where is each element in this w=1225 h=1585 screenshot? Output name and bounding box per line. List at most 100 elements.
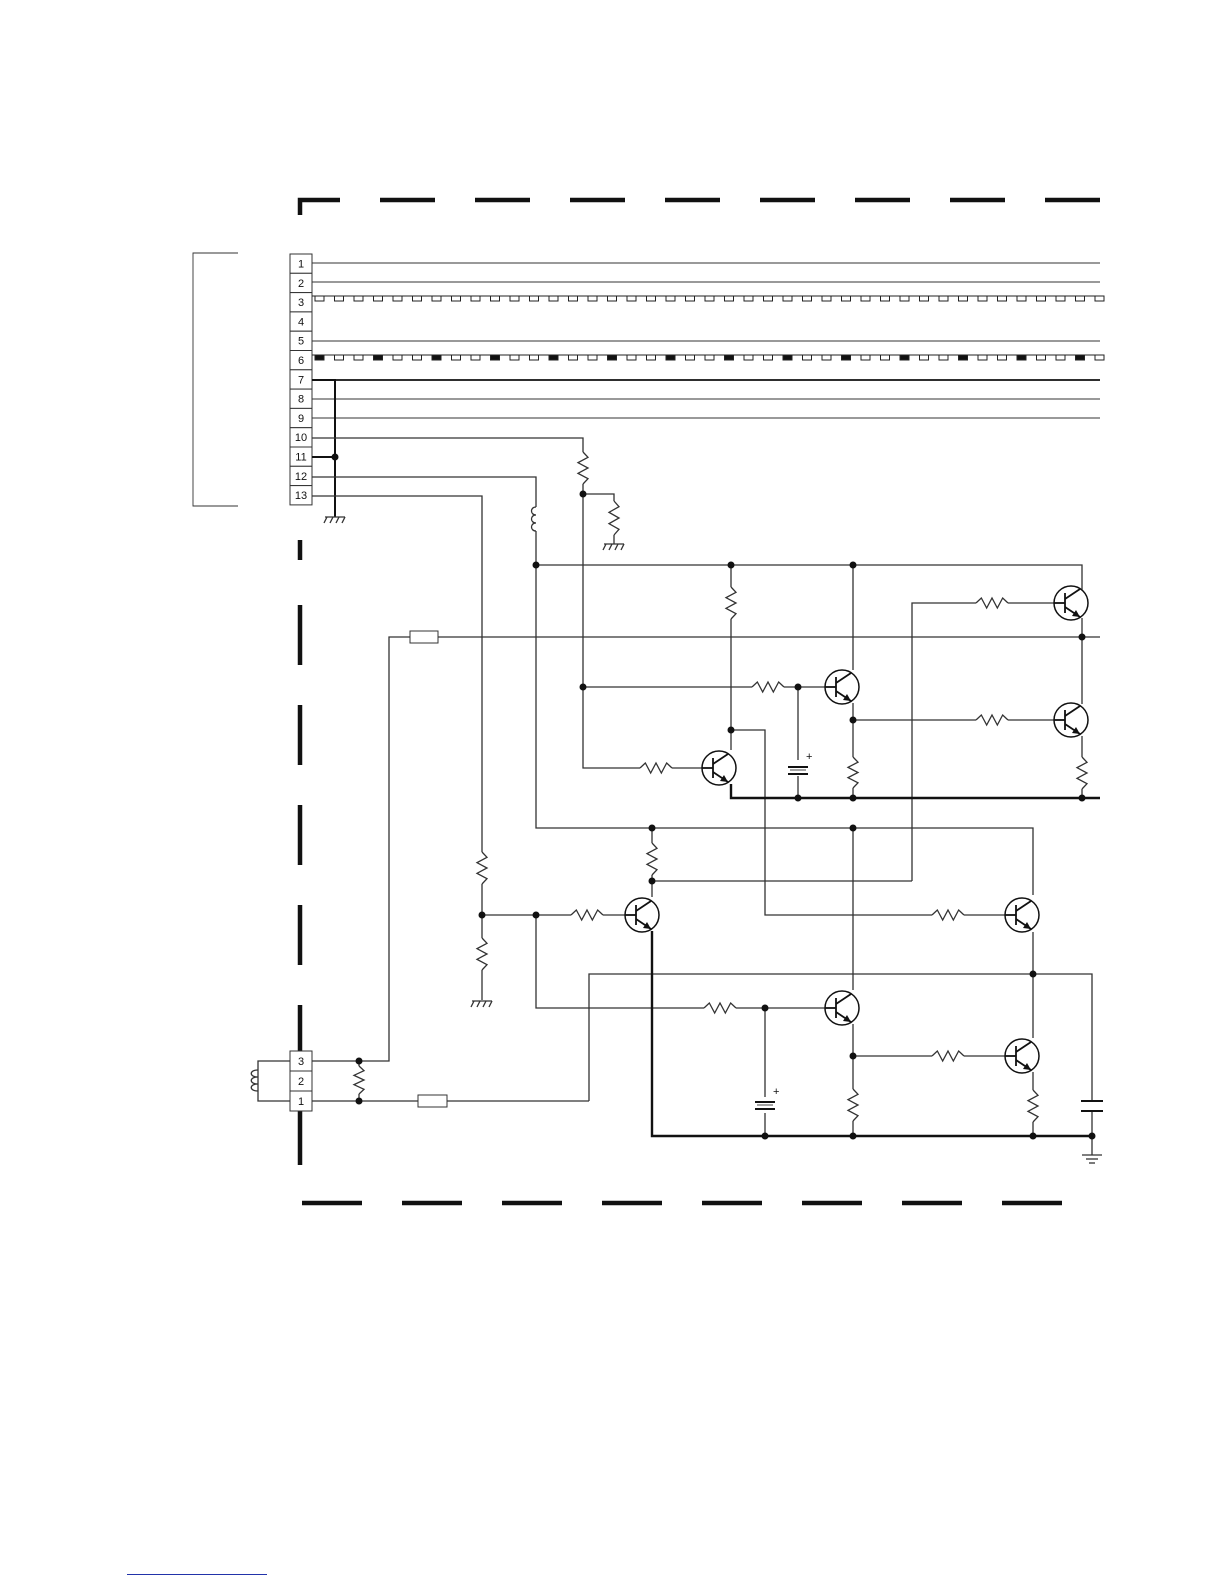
connector-pin: 9 [290,408,312,427]
inductors [251,507,536,1091]
resistor [848,1089,858,1121]
connector-pin: 8 [290,389,312,408]
junction-dot [728,562,735,569]
npn-transistor [825,670,859,704]
connector-pin-label: 13 [295,490,307,502]
connector-pin: 13 [290,486,312,505]
resistors [354,452,1087,1122]
inductor-coil [532,507,537,531]
junction-dot [580,684,587,691]
npn-transistor [825,991,859,1025]
capacitors: + + [755,751,1103,1111]
resistor [609,501,619,535]
npn-transistor [1054,586,1088,620]
junction-dot [580,491,587,498]
resistor [932,910,964,920]
fuses [410,631,447,1107]
connector-pin-label: 3 [298,1056,304,1068]
resistor [848,757,858,788]
connector-pin: 1 [290,254,312,273]
secondary-connector: 3 2 1 [290,1051,312,1111]
junction-dot [762,1133,769,1140]
junction-dot [1079,795,1086,802]
connector-pin: 11 [290,447,312,466]
connector-pin: 6 [290,351,312,370]
resistor [704,1003,736,1013]
resistor [477,938,487,970]
resistor [976,715,1008,725]
junction-dot [795,684,802,691]
connector-pin: 7 [290,370,312,389]
connector-pin: 2 [290,1071,312,1091]
module-border [300,200,1100,1203]
connector-pin-label: 12 [295,471,307,483]
resistor [752,682,784,692]
connector-pin: 12 [290,466,312,485]
electrolytic-capacitor: + [788,751,812,774]
resistor [640,763,672,773]
chassis-ground-symbol [603,544,624,550]
resistor [647,843,657,875]
connector-pin-label: 11 [295,452,306,464]
connector-pin-label: 5 [298,336,304,348]
junction-dot [533,912,540,919]
connector-pin: 1 [290,1091,312,1111]
pattern-line-6 [312,355,1104,360]
npn-transistor [1005,1039,1039,1073]
connector-pin-label: 3 [298,297,304,309]
connector-pin-label: 7 [298,374,304,386]
junction-dot [728,727,735,734]
junction-dot [1089,1133,1096,1140]
resistor [932,1051,964,1061]
pattern-line-3 [312,296,1104,301]
connector-pin-label: 8 [298,394,304,406]
npn-transistor [702,751,736,785]
junction-dot [850,717,857,724]
signal-ground-symbol [1082,1155,1102,1163]
resistor [1028,1090,1038,1122]
connector-pin: 3 [290,293,312,312]
junction-dot [332,454,339,461]
connector-pin-label: 9 [298,413,304,425]
junction-dot [356,1058,363,1065]
connector-pin: 5 [290,331,312,350]
junction-dot [649,825,656,832]
junction-dot [649,878,656,885]
junction-dot [762,1005,769,1012]
connector-pin-label: 10 [295,432,307,444]
connector-pin-label: 4 [298,316,304,328]
junction-dot [850,1053,857,1060]
connector-pin: 10 [290,428,312,447]
fuse [418,1095,447,1107]
resistor [571,910,603,920]
capacitor-plus-sign: + [806,751,812,763]
inductor-coil [251,1070,258,1091]
junction-dot [850,825,857,832]
npn-transistor [625,898,659,932]
connector-pin-label: 1 [298,1096,304,1108]
connector-pin: 4 [290,312,312,331]
junction-dot [850,795,857,802]
junction-dot [479,912,486,919]
junction-dot [850,562,857,569]
resistor [354,1066,364,1094]
chassis-ground-symbol [324,517,345,523]
connector-pin-label: 2 [298,1076,304,1088]
connector-pin-label: 1 [298,259,304,271]
resistor [726,587,736,619]
transistors [625,586,1088,1073]
junction-dot [356,1098,363,1105]
page-footer-line [127,1574,267,1576]
capacitor [1081,1101,1103,1111]
junction-dots [332,454,1096,1140]
external-cable-bracket [193,253,238,506]
resistor [976,598,1008,608]
resistor [1077,757,1087,789]
junction-dot [1079,634,1086,641]
circuit-wiring [258,438,1100,1155]
connector-pin: 3 [290,1051,312,1071]
resistor [477,852,487,884]
connector-pin-label: 2 [298,278,304,290]
junction-dot [1030,1133,1037,1140]
